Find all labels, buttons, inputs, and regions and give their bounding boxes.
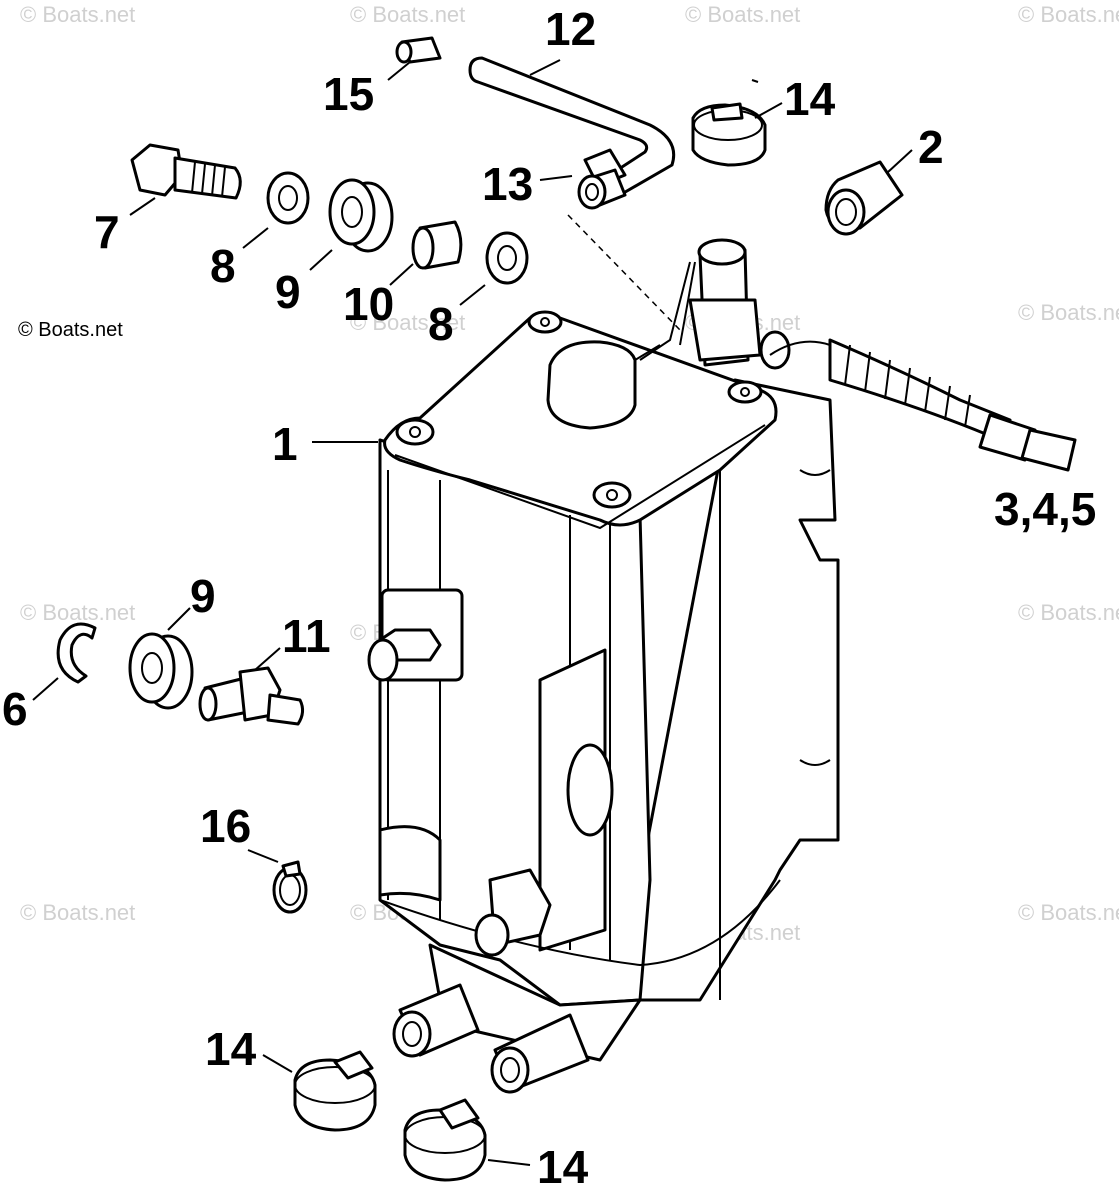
- callout-3-4-5: 3,4,5: [994, 483, 1096, 535]
- part-3-4-5-harness: [769, 338, 1077, 472]
- callout-9: 9: [275, 266, 301, 318]
- callout-6: 6: [2, 683, 28, 735]
- callout-labels: 1 2 3,4,5 6 7 8 9 10 8 9 11 12 13 14 14 …: [2, 3, 1096, 1193]
- part-11-fitting: [198, 666, 305, 726]
- callout-14: 14: [537, 1141, 589, 1193]
- callout-2: 2: [918, 121, 944, 173]
- part-13-fitting: [577, 148, 627, 210]
- part-10-sleeve: [411, 220, 463, 270]
- part-1-housing: [367, 238, 840, 1094]
- callout-8: 8: [210, 240, 236, 292]
- callout-7: 7: [94, 206, 120, 258]
- part-14-clamp-top: [691, 102, 767, 167]
- watermark: © Boats.net: [350, 310, 465, 335]
- part-15-pin: [395, 36, 442, 64]
- part-2-cap: [824, 160, 904, 236]
- watermark: © Boats.net: [685, 2, 800, 27]
- part-7-bolt: [130, 143, 242, 200]
- callout-10: 10: [343, 278, 394, 330]
- part-9-grommet: [328, 178, 394, 253]
- assembly-guide-line: [567, 214, 681, 331]
- callout-13: 13: [482, 158, 533, 210]
- leader-lines: [32, 59, 913, 1166]
- watermark: © Boats.net: [350, 2, 465, 27]
- callout-11: 11: [282, 610, 331, 662]
- callout-9: 9: [190, 570, 216, 622]
- part-16-clip: [272, 860, 308, 914]
- callout-1: 1: [272, 418, 298, 470]
- callout-12: 12: [545, 3, 596, 55]
- watermark: © Boats.net: [1018, 900, 1119, 925]
- part-6-clip: [56, 622, 97, 684]
- callout-14: 14: [784, 73, 836, 125]
- watermark: © Boats.net: [20, 2, 135, 27]
- watermark: © Boats.net: [20, 900, 135, 925]
- watermark: © Boats.net: [1018, 2, 1119, 27]
- copyright-notice: © Boats.net: [18, 319, 123, 341]
- watermark: © Boats.net: [1018, 600, 1119, 625]
- watermark: © Boats.net: [20, 600, 135, 625]
- callout-8: 8: [428, 298, 454, 350]
- part-8-washer: [485, 231, 529, 285]
- part-14-clamp: [403, 1098, 487, 1182]
- part-14-clamp: [293, 1050, 377, 1132]
- part-8-washer: [266, 171, 310, 225]
- callout-14: 14: [205, 1023, 257, 1075]
- part-9-grommet: [128, 632, 194, 710]
- callout-15: 15: [323, 68, 374, 120]
- callout-16: 16: [200, 800, 251, 852]
- watermark: © Boats.net: [1018, 300, 1119, 325]
